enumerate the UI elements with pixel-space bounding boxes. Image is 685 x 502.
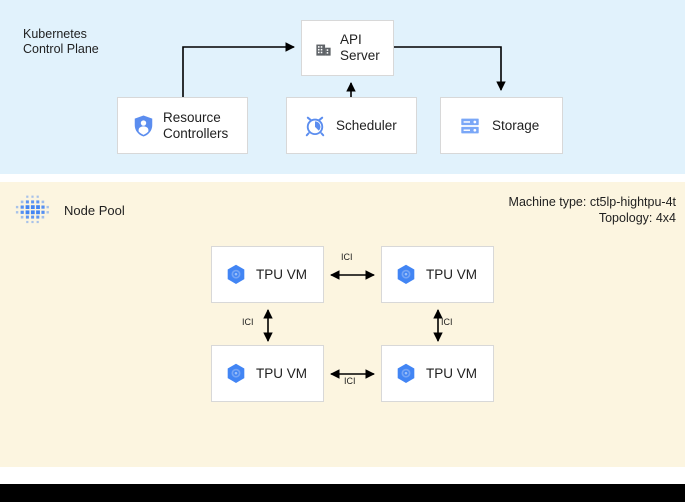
ici-label: ICI bbox=[242, 317, 254, 327]
tpu-vm-label: TPU VM bbox=[426, 365, 478, 381]
tpu-hexagon-icon bbox=[396, 363, 416, 384]
node-pool-section bbox=[0, 182, 685, 467]
api-server-label: API Server bbox=[340, 32, 380, 63]
tpu-hexagon-icon bbox=[226, 264, 246, 285]
shield-person-icon bbox=[133, 114, 154, 138]
storage-label: Storage bbox=[492, 117, 540, 133]
bottom-bar bbox=[0, 484, 685, 502]
control-plane-title: Kubernetes Control Plane bbox=[23, 27, 99, 56]
alarm-clock-icon bbox=[304, 115, 326, 137]
building-icon bbox=[314, 39, 333, 58]
ici-label: ICI bbox=[341, 252, 353, 262]
tpu-vm-box[interactable]: TPU VM bbox=[211, 345, 324, 402]
topology-text: Topology: 4x4 bbox=[598, 210, 676, 225]
machine-type-text: Machine type: ct5lp-hightpu-4t bbox=[508, 195, 676, 209]
tpu-vm-box[interactable]: TPU VM bbox=[211, 246, 324, 303]
resource-controllers-label: Resource Controllers bbox=[163, 109, 229, 141]
scheduler-box[interactable]: Scheduler bbox=[286, 97, 417, 154]
resource-controllers-box[interactable]: Resource Controllers bbox=[117, 97, 248, 154]
node-pool-title: Node Pool bbox=[64, 203, 125, 218]
api-server-box[interactable]: API Server bbox=[301, 20, 394, 76]
tpu-vm-label: TPU VM bbox=[256, 266, 308, 282]
database-rack-icon bbox=[459, 115, 481, 137]
tpu-hexagon-icon bbox=[396, 264, 416, 285]
tpu-hexagon-icon bbox=[226, 363, 246, 384]
tpu-vm-label: TPU VM bbox=[426, 266, 478, 282]
scheduler-label: Scheduler bbox=[336, 117, 397, 133]
ici-label: ICI bbox=[441, 317, 453, 327]
node-pool-dots-icon bbox=[15, 194, 50, 229]
tpu-vm-box[interactable]: TPU VM bbox=[381, 246, 494, 303]
tpu-vm-label: TPU VM bbox=[256, 365, 308, 381]
storage-box[interactable]: Storage bbox=[440, 97, 563, 154]
tpu-vm-box[interactable]: TPU VM bbox=[381, 345, 494, 402]
ici-label: ICI bbox=[344, 376, 356, 386]
node-pool-meta: Machine type: ct5lp-hightpu-4t Topology:… bbox=[509, 195, 676, 226]
